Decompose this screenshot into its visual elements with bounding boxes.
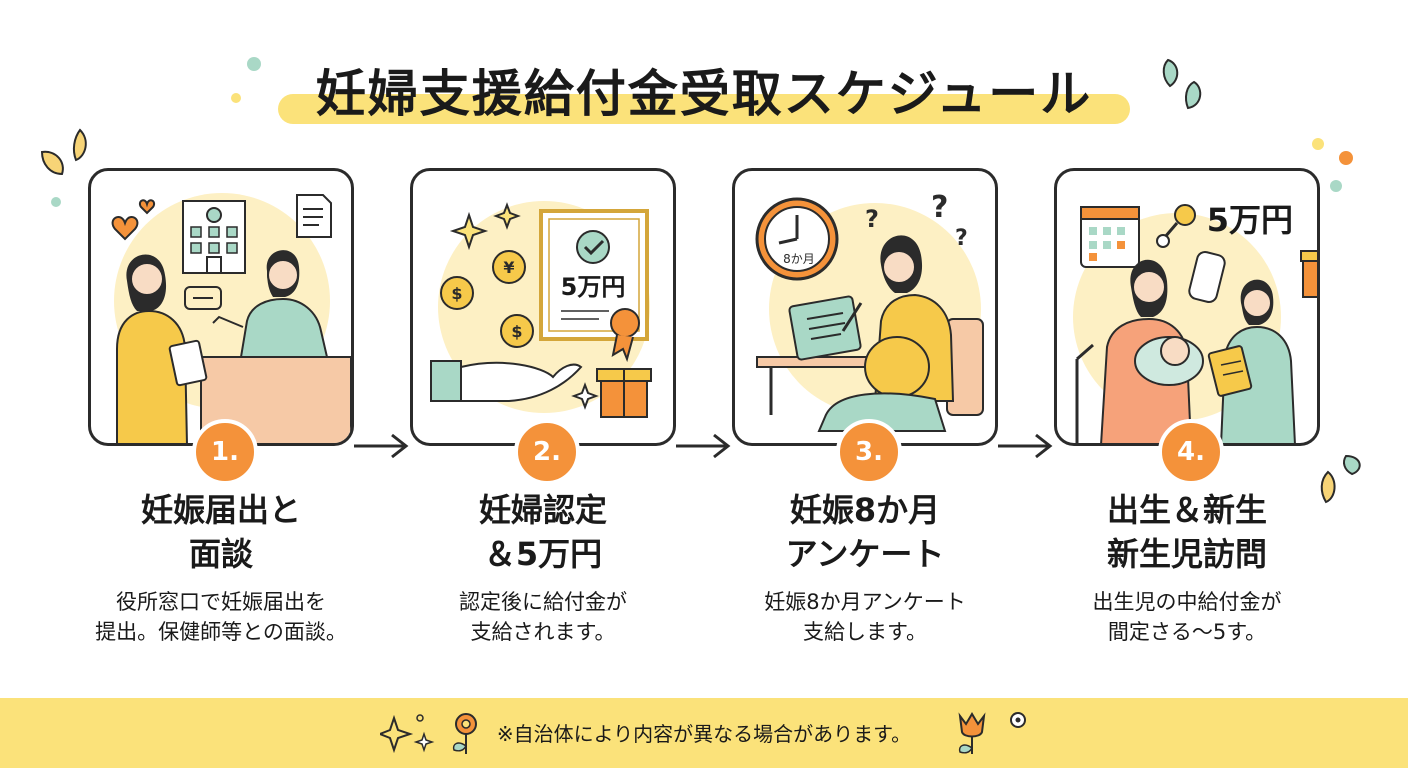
step-1-desc-line1: 役所窓口で妊娠届出を — [116, 590, 326, 614]
certificate-amount: 5万円 — [561, 273, 626, 301]
step-1-title-line1: 妊娠届出と — [140, 491, 301, 529]
flower-icon — [452, 713, 477, 754]
step-3-number-badge: 3. — [836, 419, 902, 485]
step-3-desc-line2: 支給します。 — [803, 620, 927, 644]
svg-text:¥: ¥ — [503, 258, 514, 277]
sparkle-icon — [380, 714, 435, 754]
footer-banner: ※自治体により内容が異なる場合があります。 — [0, 698, 1408, 768]
arrow-right-icon — [354, 433, 409, 459]
step-4-title: 出生＆新生 新生児訪問 — [1037, 488, 1337, 576]
svg-text:$: $ — [511, 322, 522, 341]
step-4-illustration-panel: 5万円 — [1054, 168, 1320, 446]
step-2-illustration-panel: 5万円 ¥ $ $ — [410, 168, 676, 446]
leaf-icon — [1162, 58, 1202, 110]
step-1-title: 妊娠届出と 面談 — [71, 488, 371, 576]
title-highlight — [278, 94, 1130, 124]
step-3-title-line2: アンケート — [785, 535, 945, 573]
step-4-description: 出生児の中給付金が 間定さる〜5す。 — [1027, 587, 1347, 647]
step-2-title: 妊婦認定 ＆5万円 — [393, 488, 693, 576]
step-2-title-line2: ＆5万円 — [483, 535, 603, 573]
step-4-desc-line1: 出生児の中給付金が — [1092, 590, 1282, 614]
clock-label: 8か月 — [783, 252, 815, 266]
svg-text:$: $ — [451, 284, 462, 303]
leaf-icon — [1320, 454, 1361, 504]
step-1-number-badge: 1. — [192, 419, 258, 485]
decor-dots-right — [1312, 138, 1353, 192]
step-1-desc-line2: 提出。保健師等との面談。 — [95, 620, 347, 644]
pregnant-woman-tablet-clock-icon: 8か月 ? ? ? — [755, 190, 984, 432]
step-2-desc-line2: 支給されます。 — [470, 620, 616, 644]
step-1-illustration-panel — [88, 168, 354, 446]
woman-submitting-form-at-office-counter-icon — [111, 193, 351, 443]
svg-text:?: ? — [931, 190, 948, 225]
step-4-title-line1: 出生＆新生 — [1106, 491, 1267, 529]
mother-baby-nurse-visit-icon: 5万円 — [1073, 201, 1317, 443]
step-1-title-line2: 面談 — [188, 535, 253, 573]
svg-text:?: ? — [865, 205, 879, 233]
step-3-illustration-panel: 8か月 ? ? ? — [732, 168, 998, 446]
step-1-description: 役所窓口で妊娠届出を 提出。保健師等との面談。 — [61, 587, 381, 647]
step-2-desc-line1: 認定後に給付金が — [459, 590, 627, 614]
step-4-desc-line2: 間定さる〜5す。 — [1107, 620, 1267, 644]
footer-note: ※自治体により内容が異なる場合があります。 — [496, 722, 912, 746]
decor-dots-left — [231, 57, 261, 103]
step-2-number-badge: 2. — [514, 419, 580, 485]
step-2-title-line1: 妊婦認定 — [478, 491, 607, 529]
step-2-description: 認定後に給付金が 支給されます。 — [383, 587, 703, 647]
svg-text:?: ? — [955, 226, 968, 251]
amount-label: 5万円 — [1207, 201, 1293, 239]
tulip-icon — [958, 712, 1026, 754]
page-title: 妊婦支援給付金受取スケジュール — [315, 65, 1093, 123]
step-3-desc-line1: 妊娠8か月アンケート — [764, 590, 966, 614]
step-3-title-line1: 妊娠8か月 — [789, 491, 941, 529]
arrow-right-icon — [998, 433, 1053, 459]
arrow-right-icon — [676, 433, 731, 459]
step-3-description: 妊娠8か月アンケート 支給します。 — [705, 587, 1025, 647]
title-area: 妊婦支援給付金受取スケジュール — [0, 48, 1408, 128]
step-4-title-line2: 新生児訪問 — [1106, 535, 1267, 573]
step-4-number-badge: 4. — [1158, 419, 1224, 485]
leaf-icon — [40, 128, 87, 207]
step-3-title: 妊娠8か月 アンケート — [715, 488, 1015, 576]
coins-certificate-hand-icon: 5万円 ¥ $ $ — [430, 201, 652, 418]
